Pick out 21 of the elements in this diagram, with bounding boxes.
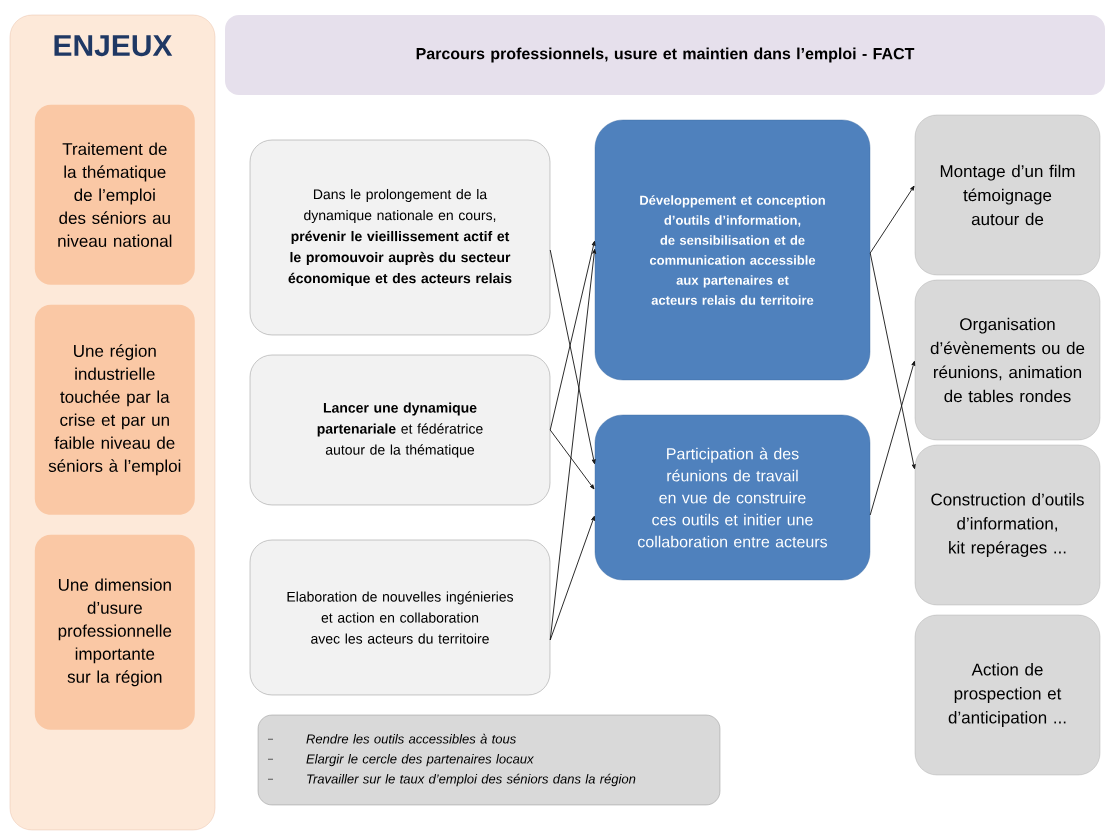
issue-box: Traitement de la thématique de l’emploi des séniors au niveau national — [34, 104, 195, 285]
objective-box: Elaboration de nouvelles ingénieries et action en collaboration avec les acteurs du territoire — [249, 539, 551, 696]
arrow — [549, 249, 596, 465]
result-box: Montage d’un film témoignage autour de — [914, 114, 1101, 276]
issue-box: Une dimension d’usure professionnelle importante sur la région — [34, 534, 195, 730]
action-box: Participation à des réunions de travail en vue de construire ces outils et initier une collaboration entre acteurs — [594, 414, 871, 581]
arrow — [549, 429, 595, 490]
arrow — [549, 515, 595, 641]
objective-box: Dans le prolongement de la dynamique nationale en cours, prévenir le vieillissement actif et le promouvoir auprès du secteur économique et des acteurs relais — [249, 139, 551, 336]
result-box: Action de prospection et d’anticipation ... — [914, 614, 1101, 776]
arrow — [869, 360, 916, 516]
arrow — [869, 185, 915, 254]
arrow — [869, 252, 916, 470]
result-box: Construction d’outils d’information, kit repérages ... — [914, 444, 1101, 606]
title-band: Parcours professionnels, usure et maintien dans l’emploi - FACT — [225, 15, 1105, 95]
objective-box: Lancer une dynamique partenariale et fédératrice autour de la thématique — [249, 354, 551, 506]
note-box: Rendre les outils accessibles à tous Elargir le cercle des partenaires locaux Travailler sur le taux d’emploi des séniors dans la région — [257, 714, 721, 806]
issue-box: Une région industrielle touchée par la crise et par un faible niveau de séniors à l’emploi — [34, 304, 195, 515]
action-box: Développement et conception d’outils d’information, de sensibilisation et de communication accessible aux partenaires et acteurs relais du territoire — [594, 119, 871, 381]
result-box: Organisation d’évènements ou de réunions, animation de tables rondes — [914, 279, 1101, 441]
arrow — [549, 240, 596, 431]
